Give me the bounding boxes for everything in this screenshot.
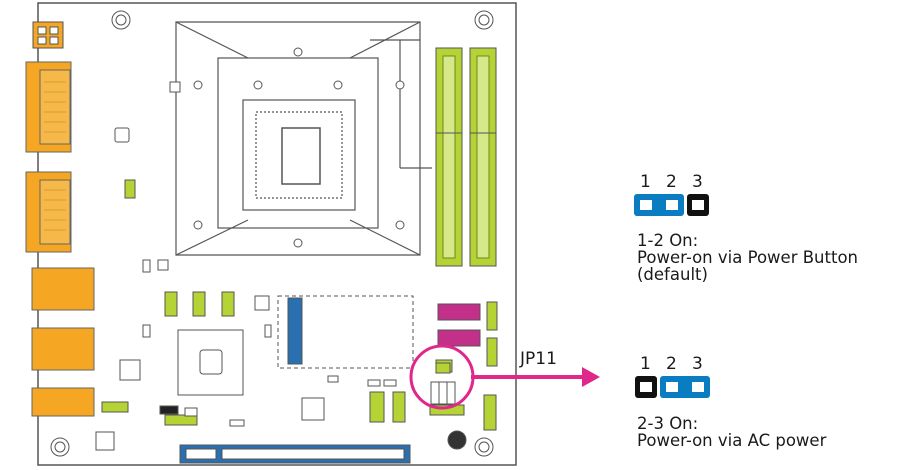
jumper-setting-2-3 <box>635 376 710 398</box>
misc-chips <box>159 375 397 427</box>
cpu-socket <box>175 21 432 256</box>
pin-numbers: 1 2 3 <box>640 172 720 192</box>
atx-power-connector <box>32 21 64 49</box>
callout-arrow-head <box>582 367 600 387</box>
chipset <box>177 329 244 396</box>
setting-description: Power-on via Power Button <box>637 248 858 267</box>
jumper-setting-1-2 <box>634 194 709 216</box>
jumper-pin <box>666 200 678 210</box>
pin-number: 1 <box>640 172 651 192</box>
battery <box>447 430 467 450</box>
sata-connector <box>437 303 481 347</box>
pin-number: 2 <box>666 354 677 374</box>
setting-description: Power-on via AC power <box>637 431 827 450</box>
jumper-pin <box>692 200 704 210</box>
jumper-pin <box>640 200 652 210</box>
mounting-hole <box>50 10 494 457</box>
default-note: (default) <box>637 265 708 284</box>
setting-title: 1-2 On: <box>637 231 699 250</box>
pin-number: 1 <box>640 354 651 374</box>
jumper-cap <box>660 376 710 398</box>
pin-number: 3 <box>692 172 703 192</box>
jumper-pin <box>640 382 652 392</box>
pin-number: 3 <box>692 354 703 374</box>
jumper-pin <box>692 382 704 392</box>
setting-title: 2-3 On: <box>637 414 699 433</box>
dimm-slot <box>435 47 497 267</box>
jumper-pin <box>666 382 678 392</box>
small-components <box>95 127 272 451</box>
rear-io-ports <box>25 61 95 417</box>
pcie-slot <box>179 444 411 464</box>
jp11-on-board <box>430 362 456 405</box>
jumper-cap <box>634 194 684 216</box>
pin-numbers: 1 2 3 <box>640 354 720 374</box>
connector-label: JP11 <box>520 349 557 369</box>
cpu-socket-pin <box>169 47 405 248</box>
pin-number: 2 <box>666 172 677 192</box>
m2-slot <box>277 295 414 369</box>
